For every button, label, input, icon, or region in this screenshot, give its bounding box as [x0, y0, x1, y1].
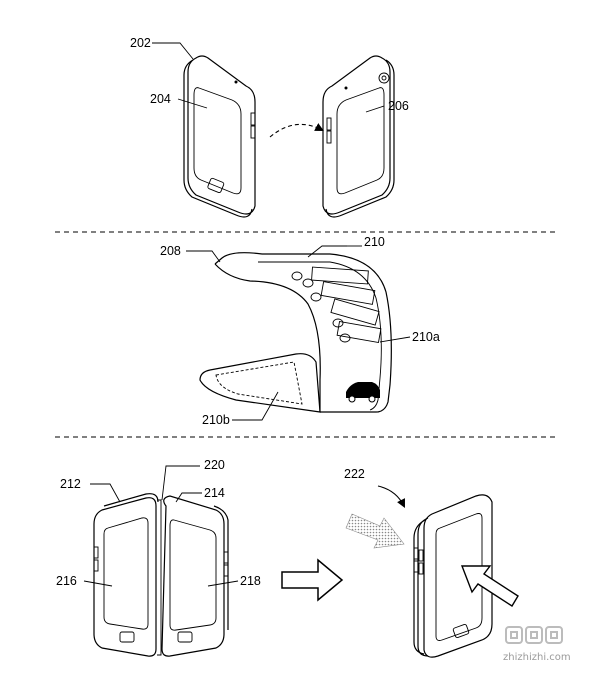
label-210b: 210b [202, 413, 230, 427]
label-222: 222 [344, 467, 365, 481]
touch-arrow [460, 565, 519, 607]
watermark-logo [505, 626, 563, 644]
label-210: 210 [364, 235, 385, 249]
label-206: 206 [388, 99, 409, 113]
dual-phone-left-panel [93, 493, 159, 657]
label-204: 204 [150, 92, 171, 106]
phone-front [183, 55, 256, 218]
label-210a: 210a [412, 330, 440, 344]
label-218: 218 [240, 574, 261, 588]
folding-motion-arrow [345, 513, 405, 549]
dual-phone-right-panel [161, 495, 229, 657]
folded-phone [413, 494, 493, 658]
label-216: 216 [56, 574, 77, 588]
label-208: 208 [160, 244, 181, 258]
flexible-device [199, 252, 392, 413]
phone-back [322, 55, 395, 218]
label-212: 212 [60, 477, 81, 491]
label-220: 220 [204, 458, 225, 472]
rotate-arrow [269, 123, 324, 138]
transition-arrow [281, 558, 344, 602]
label-214: 214 [204, 486, 225, 500]
label-202: 202 [130, 36, 151, 50]
watermark-url: zhizhizhi.com [503, 652, 571, 663]
